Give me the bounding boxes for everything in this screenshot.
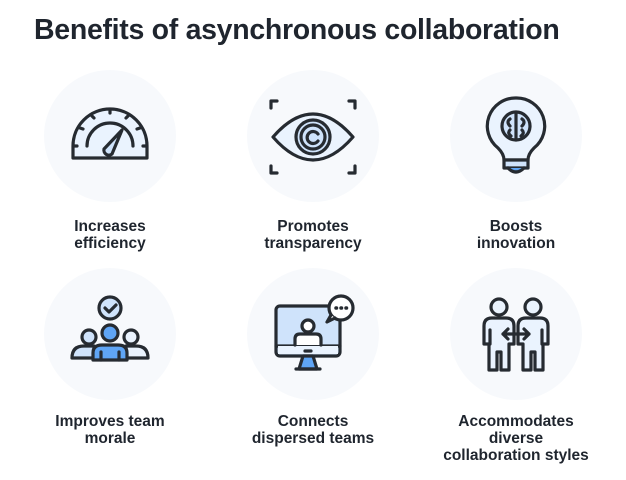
people-exchange-icon [482,297,550,372]
lightbulb-brain-icon [485,96,547,174]
eye-icon [269,99,357,175]
video-call-icon [274,294,355,371]
speedometer-icon [71,107,149,160]
page-title: Benefits of asynchronous collaboration [34,14,560,46]
team-check-icon [70,295,150,362]
